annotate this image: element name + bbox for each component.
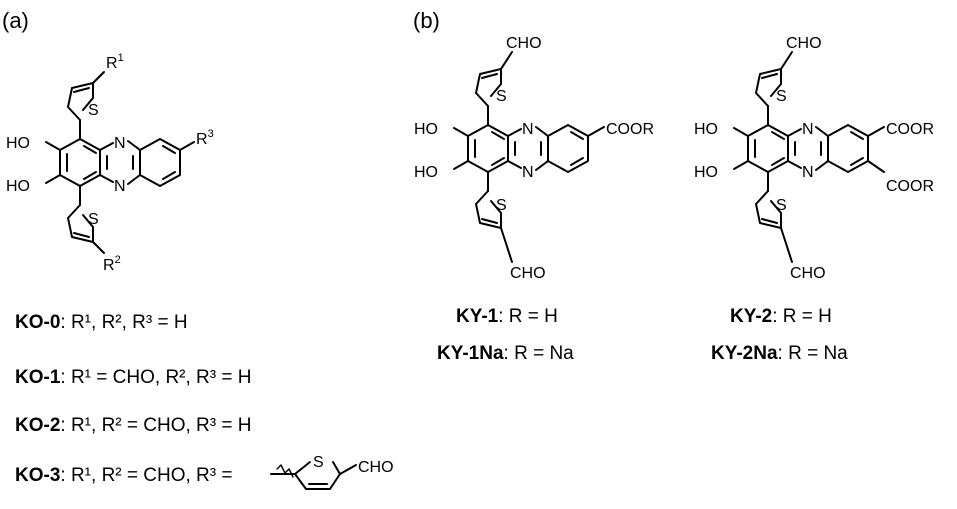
atom-r1: R1: [106, 52, 124, 72]
ky1-atom-cho-top: CHO: [506, 35, 542, 52]
atom-ho-upper: HO: [6, 135, 30, 152]
caption-ko-2: KO-2: R¹, R² = CHO, R³ = H: [15, 415, 251, 436]
atom-s-ko3: S: [313, 454, 324, 471]
caption-ky-2: KY-2: R = H: [730, 306, 832, 327]
ky1-atom-cho-bottom: CHO: [510, 265, 546, 282]
ky1-atom-coor: COOR: [606, 121, 654, 138]
ky2-atom-coor-upper: COOR: [886, 121, 934, 138]
panel-label-b: (b): [413, 8, 440, 33]
captions-a: KO-0: R¹, R², R³ = H KO-1: R¹ = CHO, R²,…: [15, 312, 251, 486]
atom-cho-ko3: CHO: [358, 459, 394, 476]
captions-ky2: KY-2: R = H KY-2Na: R = Na: [711, 306, 848, 364]
caption-ko-1: KO-1: R¹ = CHO, R², R³ = H: [15, 367, 251, 388]
caption-ko-3: KO-3: R¹, R² = CHO, R³ =: [15, 465, 232, 486]
ky2-atom-s-lower: S: [776, 197, 787, 214]
ky1-atom-s-lower: S: [496, 197, 507, 214]
ky1-atom-ho-lower: HO: [414, 164, 438, 181]
atom-n-top: N: [114, 135, 126, 152]
ky1-atom-n-top: N: [522, 121, 534, 138]
ky2-structure: [733, 51, 885, 263]
captions-ky1: KY-1: R = H KY-1Na: R = Na: [437, 306, 574, 364]
atom-s-upper: S: [88, 102, 99, 119]
ko-atom-labels: N N HO HO S S R1 R2 R3: [6, 52, 214, 274]
caption-ky-1na: KY-1Na: R = Na: [437, 343, 574, 364]
ky2-atom-labels: N N HO HO S S CHO CHO COOR COOR: [694, 35, 934, 282]
atom-ho-lower: HO: [6, 178, 30, 195]
ko3-thienyl-substituent: S CHO: [270, 454, 394, 490]
ko-core-structure: [45, 71, 195, 254]
caption-ko-0: KO-0: R¹, R², R³ = H: [15, 312, 188, 333]
ky2-atom-ho-upper: HO: [694, 121, 718, 138]
ky2-atom-ho-lower: HO: [694, 164, 718, 181]
atom-r3: R3: [196, 128, 214, 148]
ky2-atom-s-upper: S: [776, 88, 787, 105]
ky1-atom-ho-upper: HO: [414, 121, 438, 138]
panel-label-a: (a): [2, 8, 29, 33]
atom-n-bottom: N: [114, 178, 126, 195]
atom-s-lower: S: [88, 211, 99, 228]
caption-ky-1: KY-1: R = H: [456, 306, 558, 327]
ky1-atom-labels: N N HO HO S S CHO CHO COOR: [414, 35, 654, 282]
ky2-atom-cho-top: CHO: [786, 35, 822, 52]
ky1-atom-s-upper: S: [496, 88, 507, 105]
ky2-atom-n-bottom: N: [802, 164, 814, 181]
ky2-atom-coor-lower: COOR: [886, 178, 934, 195]
ky2-atom-cho-bottom: CHO: [790, 265, 826, 282]
ky1-atom-n-bottom: N: [522, 164, 534, 181]
atom-r2: R2: [103, 254, 121, 274]
ky1-structure: [453, 51, 605, 263]
caption-ky-2na: KY-2Na: R = Na: [711, 343, 848, 364]
ky2-atom-n-top: N: [802, 121, 814, 138]
